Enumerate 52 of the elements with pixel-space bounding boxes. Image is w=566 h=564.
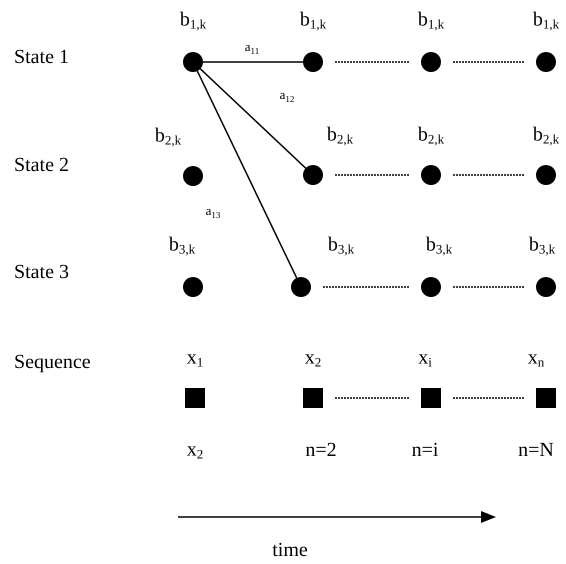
- state-dot: [536, 52, 556, 72]
- state-dot: [291, 277, 311, 297]
- dotted-connector: [335, 174, 409, 176]
- state-dot: [183, 277, 203, 297]
- emission-label: b$_{2,k}$: [418, 124, 444, 146]
- observation-label: x$_{i}$: [418, 348, 432, 368]
- step-label: n=i: [412, 440, 438, 460]
- state-dot: [421, 277, 441, 297]
- state-dot: [183, 166, 203, 186]
- state-dot: [183, 52, 203, 72]
- step-label: n=2: [305, 440, 337, 460]
- emission-label: b$_{2,k}$: [326, 124, 354, 146]
- axis-label: time: [272, 540, 308, 560]
- sequence-square: [536, 388, 556, 408]
- state-dot: [421, 165, 441, 185]
- sequence-square: [185, 388, 205, 408]
- dotted-connector: [335, 397, 409, 399]
- dotted-connector: [453, 397, 524, 399]
- emission-label: b$_{1,k}$: [418, 10, 444, 30]
- emission-label: b$_{3,k}$: [328, 234, 354, 256]
- state-dot: [536, 277, 556, 297]
- observation-label: x$_{1}$: [186, 348, 204, 368]
- emission-label: b$_{1,k}$: [180, 10, 206, 30]
- state-label: State 1: [14, 47, 69, 67]
- emission-label: b$_{1,k}$: [300, 10, 326, 30]
- state-dot: [421, 52, 441, 72]
- dotted-connector: [453, 174, 524, 176]
- emission-label: b$_{2,k}$: [532, 124, 560, 146]
- sequence-square: [303, 388, 323, 408]
- transition-line: [203, 61, 303, 63]
- emission-label: b$_{1,k}$: [532, 10, 560, 30]
- row-label: Sequence: [14, 352, 91, 372]
- emission-label: b$_{3,k}$: [528, 234, 556, 256]
- observation-label: x$_{2}$: [304, 348, 322, 368]
- transition-line: [200, 68, 306, 169]
- state-label: State 3: [14, 262, 69, 282]
- state-dot: [536, 165, 556, 185]
- emission-label: b$_{3,k}$: [426, 234, 452, 256]
- emission-label: b$_{3,k}$: [168, 234, 196, 256]
- dotted-connector: [335, 61, 409, 63]
- sequence-square: [421, 388, 441, 408]
- state-label: State 2: [14, 155, 69, 175]
- emission-label: b$_{2,k}$: [154, 126, 182, 146]
- step-label: x$_{2}$: [186, 440, 204, 460]
- state-dot: [303, 165, 323, 185]
- dotted-connector: [453, 286, 524, 288]
- transition-line: [196, 70, 298, 278]
- dotted-connector: [453, 61, 524, 63]
- observation-label: x$_{n}$: [528, 348, 544, 368]
- step-label: n=N: [518, 440, 554, 460]
- dotted-connector: [323, 286, 409, 288]
- state-dot: [303, 52, 323, 72]
